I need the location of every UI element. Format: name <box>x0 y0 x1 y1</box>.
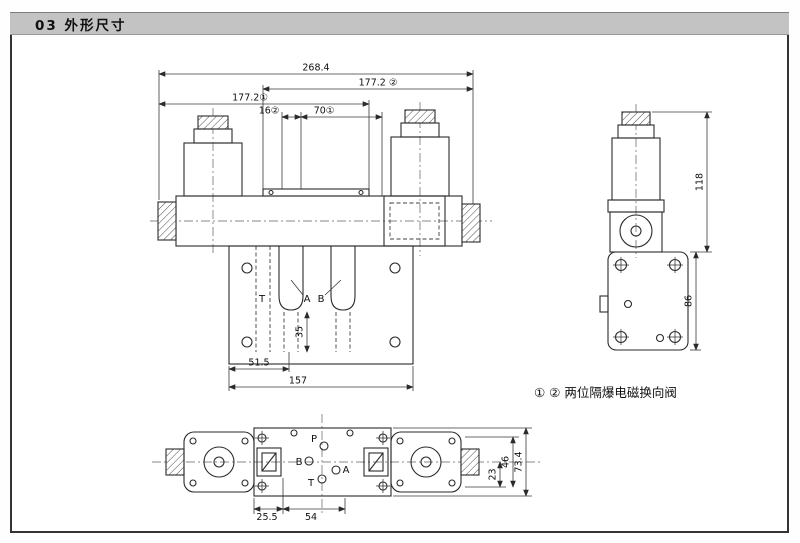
dim-offset-2: 16② <box>259 106 280 117</box>
dim-top-b: 54 <box>305 512 317 523</box>
top-center-body: P B A T <box>253 427 392 497</box>
dim-overall-width: 268.4 <box>302 63 329 74</box>
centerlines <box>150 102 492 256</box>
dim-offset-1: 70① <box>314 106 335 117</box>
drawing-caption: ① ② 两位隔爆电磁换向阀 <box>534 385 677 400</box>
front-dimensions-top: 268.4 177.2 ② 177.2① 16② 70① <box>158 63 474 204</box>
dim-depth: 35 <box>295 326 306 338</box>
top-dimensions: 25.5 54 23 46 73.4 <box>253 427 532 523</box>
dim-height-top: 118 <box>695 173 706 191</box>
port-label-a: A <box>304 294 311 305</box>
port-label-b-top: B <box>296 457 303 468</box>
dim-length-1: 177.2① <box>232 93 268 104</box>
port-label-a-top: A <box>343 465 350 476</box>
port-label-p: P <box>311 434 317 445</box>
dim-height-body: 86 <box>684 295 695 307</box>
side-view: 118 86 <box>599 104 712 351</box>
port-label-b: B <box>318 294 325 305</box>
side-dimensions: 118 86 <box>652 111 712 351</box>
top-view: P B A T 25.5 54 23 4 <box>152 414 540 523</box>
valve-body <box>157 188 481 247</box>
dim-bottom-2: 157 <box>289 376 307 387</box>
manifold-block: T A B <box>228 245 414 365</box>
side-solenoid <box>607 111 665 253</box>
dim-bottom-1: 51.5 <box>248 358 269 369</box>
section-header: 03 外形尺寸 <box>10 12 789 35</box>
front-view: T A B 268.4 177.2 ② 177.2① <box>150 63 492 391</box>
front-dimensions-bottom: 51.5 157 35 <box>228 311 414 391</box>
left-solenoid <box>183 115 243 197</box>
dim-top-c: 23 <box>488 468 499 480</box>
section-title: 03 外形尺寸 <box>35 17 127 34</box>
dim-length-2: 177.2 ② <box>359 78 398 89</box>
port-label-t-top: T <box>307 478 315 489</box>
dim-top-d: 46 <box>501 456 512 468</box>
side-valve-body <box>599 251 689 351</box>
dim-top-a: 25.5 <box>256 512 277 523</box>
dim-top-e: 73.4 <box>514 451 525 472</box>
top-right-solenoid <box>390 431 480 493</box>
page-frame <box>10 12 789 533</box>
port-label-t: T <box>258 294 266 305</box>
